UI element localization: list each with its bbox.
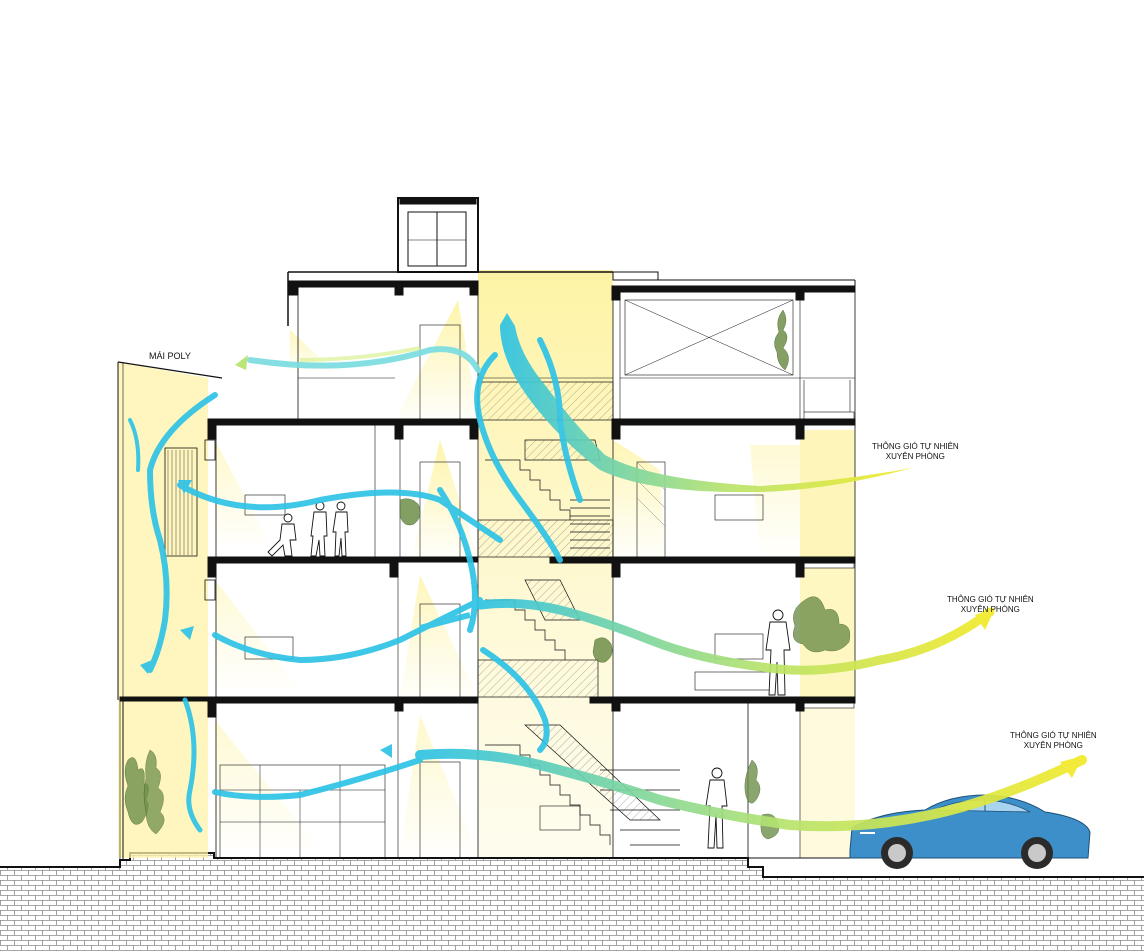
ground [0, 852, 1144, 951]
building-structure [117, 197, 856, 860]
ventilation-label-line1: THÔNG GIÓ TỰ NHIÊN [872, 442, 959, 451]
person-icon [267, 501, 791, 849]
plant-icon [124, 309, 851, 840]
ventilation-label-line2: XUYÊN PHÒNG [885, 452, 945, 461]
ventilation-label-line2: XUYÊN PHÒNG [960, 605, 1020, 614]
ventilation-label-ground: THÔNG GIÓ TỰ NHIÊN XUYÊN PHÒNG [1010, 731, 1097, 751]
airflow-arrows [128, 313, 1087, 833]
door-icon [419, 324, 461, 420]
ventilation-label-line1: THÔNG GIÓ TỰ NHIÊN [947, 595, 1034, 604]
ventilation-label-floor-3: THÔNG GIÓ TỰ NHIÊN XUYÊN PHÒNG [947, 595, 1034, 615]
ventilation-label-floor-2: THÔNG GIÓ TỰ NHIÊN XUYÊN PHÒNG [872, 442, 959, 462]
ventilation-label-line1: THÔNG GIÓ TỰ NHIÊN [1010, 731, 1097, 740]
ventilation-label-line2: XUYÊN PHÒNG [1023, 741, 1083, 750]
light-zones [118, 270, 855, 858]
roof-label: MÁI POLY [149, 351, 191, 361]
